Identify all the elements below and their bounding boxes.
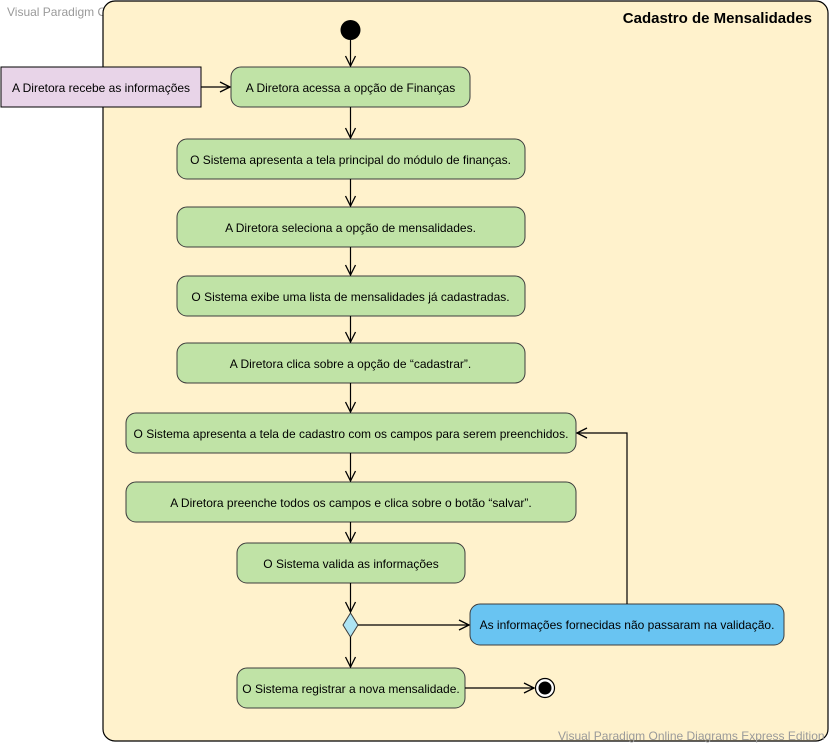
action-step-9: O Sistema registrar a nova mensalidade. xyxy=(236,667,466,709)
action-step-7: A Diretora preenche todos os campos e cl… xyxy=(125,481,577,523)
action-step-8: O Sistema valida as informações xyxy=(236,542,466,584)
action-step-4-label: O Sistema exibe uma lista de mensalidade… xyxy=(191,290,509,304)
start-node xyxy=(340,20,361,40)
action-step-5: A Diretora clica sobre a opção de “cadas… xyxy=(176,342,526,384)
control-flows xyxy=(201,40,628,688)
watermark-bottom: Visual Paradigm Online Diagrams Express … xyxy=(558,729,825,743)
end-node xyxy=(534,677,556,699)
action-step-5-label: A Diretora clica sobre a opção de “cadas… xyxy=(230,357,471,371)
error-action-label: As informações fornecidas não passaram n… xyxy=(480,618,775,632)
action-step-2-label: O Sistema apresenta a tela principal do … xyxy=(190,153,511,167)
action-step-7-label: A Diretora preenche todos os campos e cl… xyxy=(170,496,532,510)
diagram-title: Cadastro de Mensalidades xyxy=(623,10,812,27)
error-action: As informações fornecidas não passaram n… xyxy=(469,603,785,646)
action-step-2: O Sistema apresenta a tela principal do … xyxy=(176,138,526,180)
action-step-3: A Diretora seleciona a opção de mensalid… xyxy=(176,206,526,248)
action-step-1-label: A Diretora acessa a opção de Finanças xyxy=(246,81,455,95)
action-step-1: A Diretora acessa a opção de Finanças xyxy=(230,66,471,108)
flow-error-to-step6 xyxy=(577,433,628,604)
action-step-6: O Sistema apresenta a tela de cadastro c… xyxy=(125,412,577,454)
action-step-8-label: O Sistema valida as informações xyxy=(263,557,438,571)
input-note xyxy=(0,66,202,108)
input-note-label: A Diretora recebe as informações xyxy=(12,81,190,95)
action-step-3-label: A Diretora seleciona a opção de mensalid… xyxy=(225,221,476,235)
action-step-9-label: O Sistema registrar a nova mensalidade. xyxy=(242,682,459,696)
action-step-6-label: O Sistema apresenta a tela de cadastro c… xyxy=(134,427,569,441)
action-step-4: O Sistema exibe uma lista de mensalidade… xyxy=(176,275,526,317)
